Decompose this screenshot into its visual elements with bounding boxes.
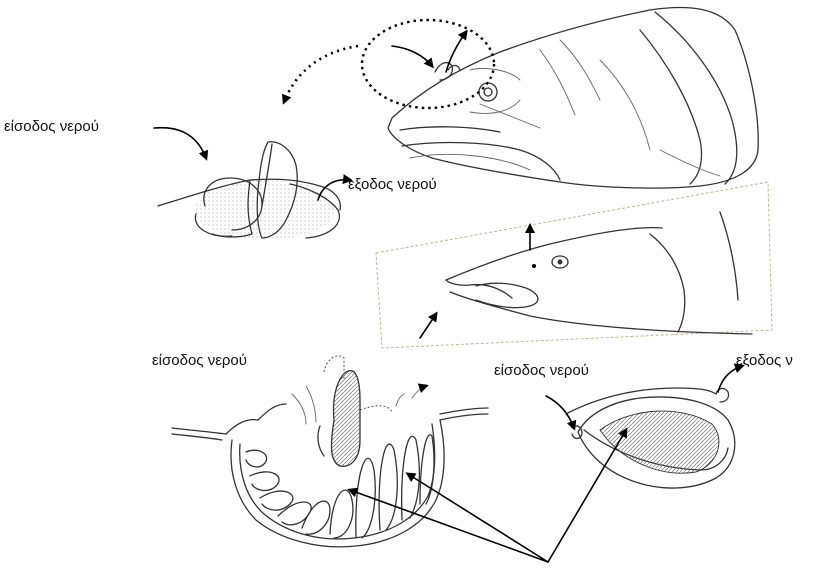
arrow-in-framed: [420, 314, 436, 338]
dotted-connector-arrow: [284, 46, 358, 102]
olfactory-rosette-section: [172, 356, 488, 547]
pointer-lines: [350, 430, 626, 562]
label-water-in-side: είσοδος νερού: [494, 362, 589, 379]
fish-head-framed: [446, 212, 752, 334]
arrow-in-closeup: [154, 128, 206, 158]
fish-head-top: [388, 7, 758, 188]
nostril-closeup: [158, 142, 340, 240]
label-water-out-closeup: εξοδος νερού: [348, 176, 437, 193]
label-water-in-rosette: είσοδος νερού: [152, 352, 247, 369]
label-water-out-side: εξοδος ν: [736, 352, 817, 369]
nostril-side-view: [566, 388, 735, 488]
label-water-in-closeup: είσοδος νερού: [4, 118, 99, 135]
arrow-in-top: [392, 46, 432, 66]
